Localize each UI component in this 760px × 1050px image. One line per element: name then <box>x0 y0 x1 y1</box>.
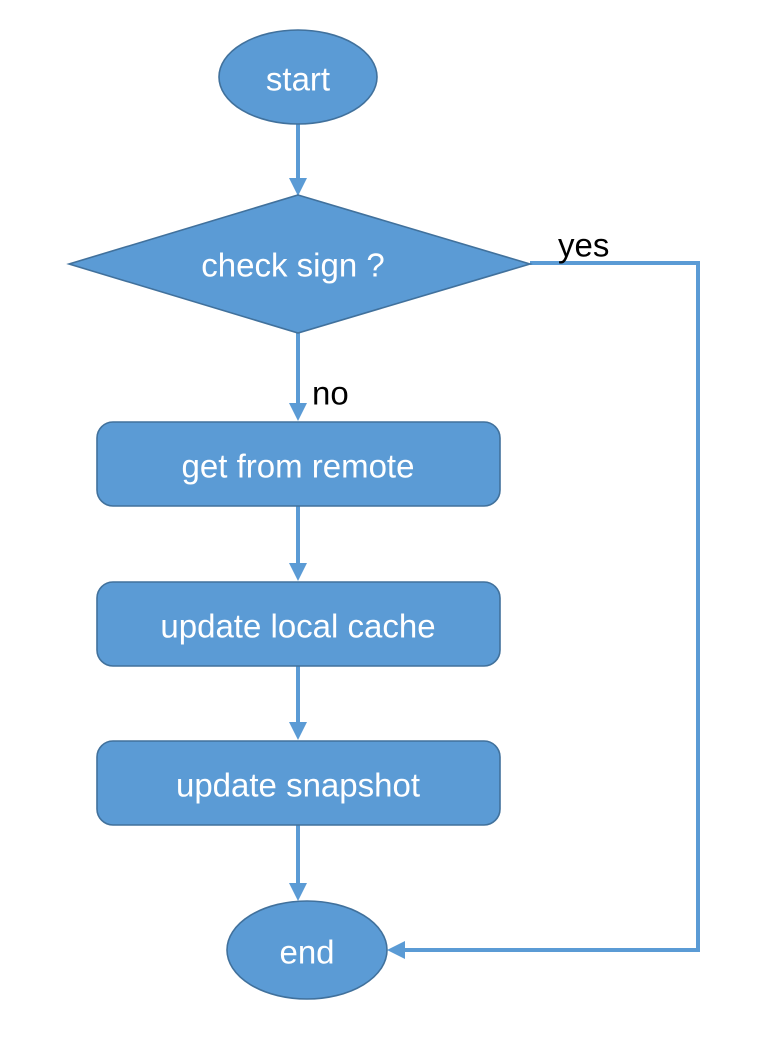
node-end-shape[interactable] <box>226 900 388 1000</box>
node-get-from-remote-shape[interactable] <box>96 421 501 507</box>
edge-line <box>402 261 700 952</box>
edge-check-sign-to-end <box>387 261 700 959</box>
arrowhead-left-icon <box>387 941 405 959</box>
node-update-local-cache[interactable]: update local cache <box>96 581 501 667</box>
edge-update-local-cache-to-update-snapshot <box>289 666 307 740</box>
node-end-label: end <box>279 934 334 971</box>
arrowhead-down-icon <box>289 178 307 196</box>
edge-start-to-check-sign <box>289 123 307 196</box>
edge-label-yes: yes <box>558 227 609 264</box>
arrowhead-down-icon <box>289 403 307 421</box>
node-start[interactable]: start <box>218 29 378 125</box>
edge-label-no: no <box>312 375 349 412</box>
node-update-snapshot-shape[interactable] <box>96 740 501 826</box>
edge-get-from-remote-to-update-local-cache <box>289 506 307 581</box>
node-start-shape[interactable] <box>218 29 378 125</box>
edge-check-sign-to-get-from-remote <box>289 333 307 421</box>
node-end[interactable]: end <box>226 900 388 1000</box>
node-update-local-cache-label: update local cache <box>160 608 435 645</box>
node-update-snapshot-label: update snapshot <box>176 767 420 804</box>
node-start-label: start <box>266 61 330 98</box>
node-get-from-remote[interactable]: get from remote <box>96 421 501 507</box>
arrowhead-down-icon <box>289 563 307 581</box>
node-check-sign[interactable]: check sign ? <box>66 194 533 334</box>
node-check-sign-label: check sign ? <box>201 247 384 284</box>
node-update-snapshot[interactable]: update snapshot <box>96 740 501 826</box>
arrowhead-down-icon <box>289 883 307 901</box>
node-get-from-remote-label: get from remote <box>182 448 415 485</box>
node-update-local-cache-shape[interactable] <box>96 581 501 667</box>
node-check-sign-shape[interactable] <box>66 194 533 334</box>
edge-update-snapshot-to-end <box>289 825 307 901</box>
arrowhead-down-icon <box>289 722 307 740</box>
